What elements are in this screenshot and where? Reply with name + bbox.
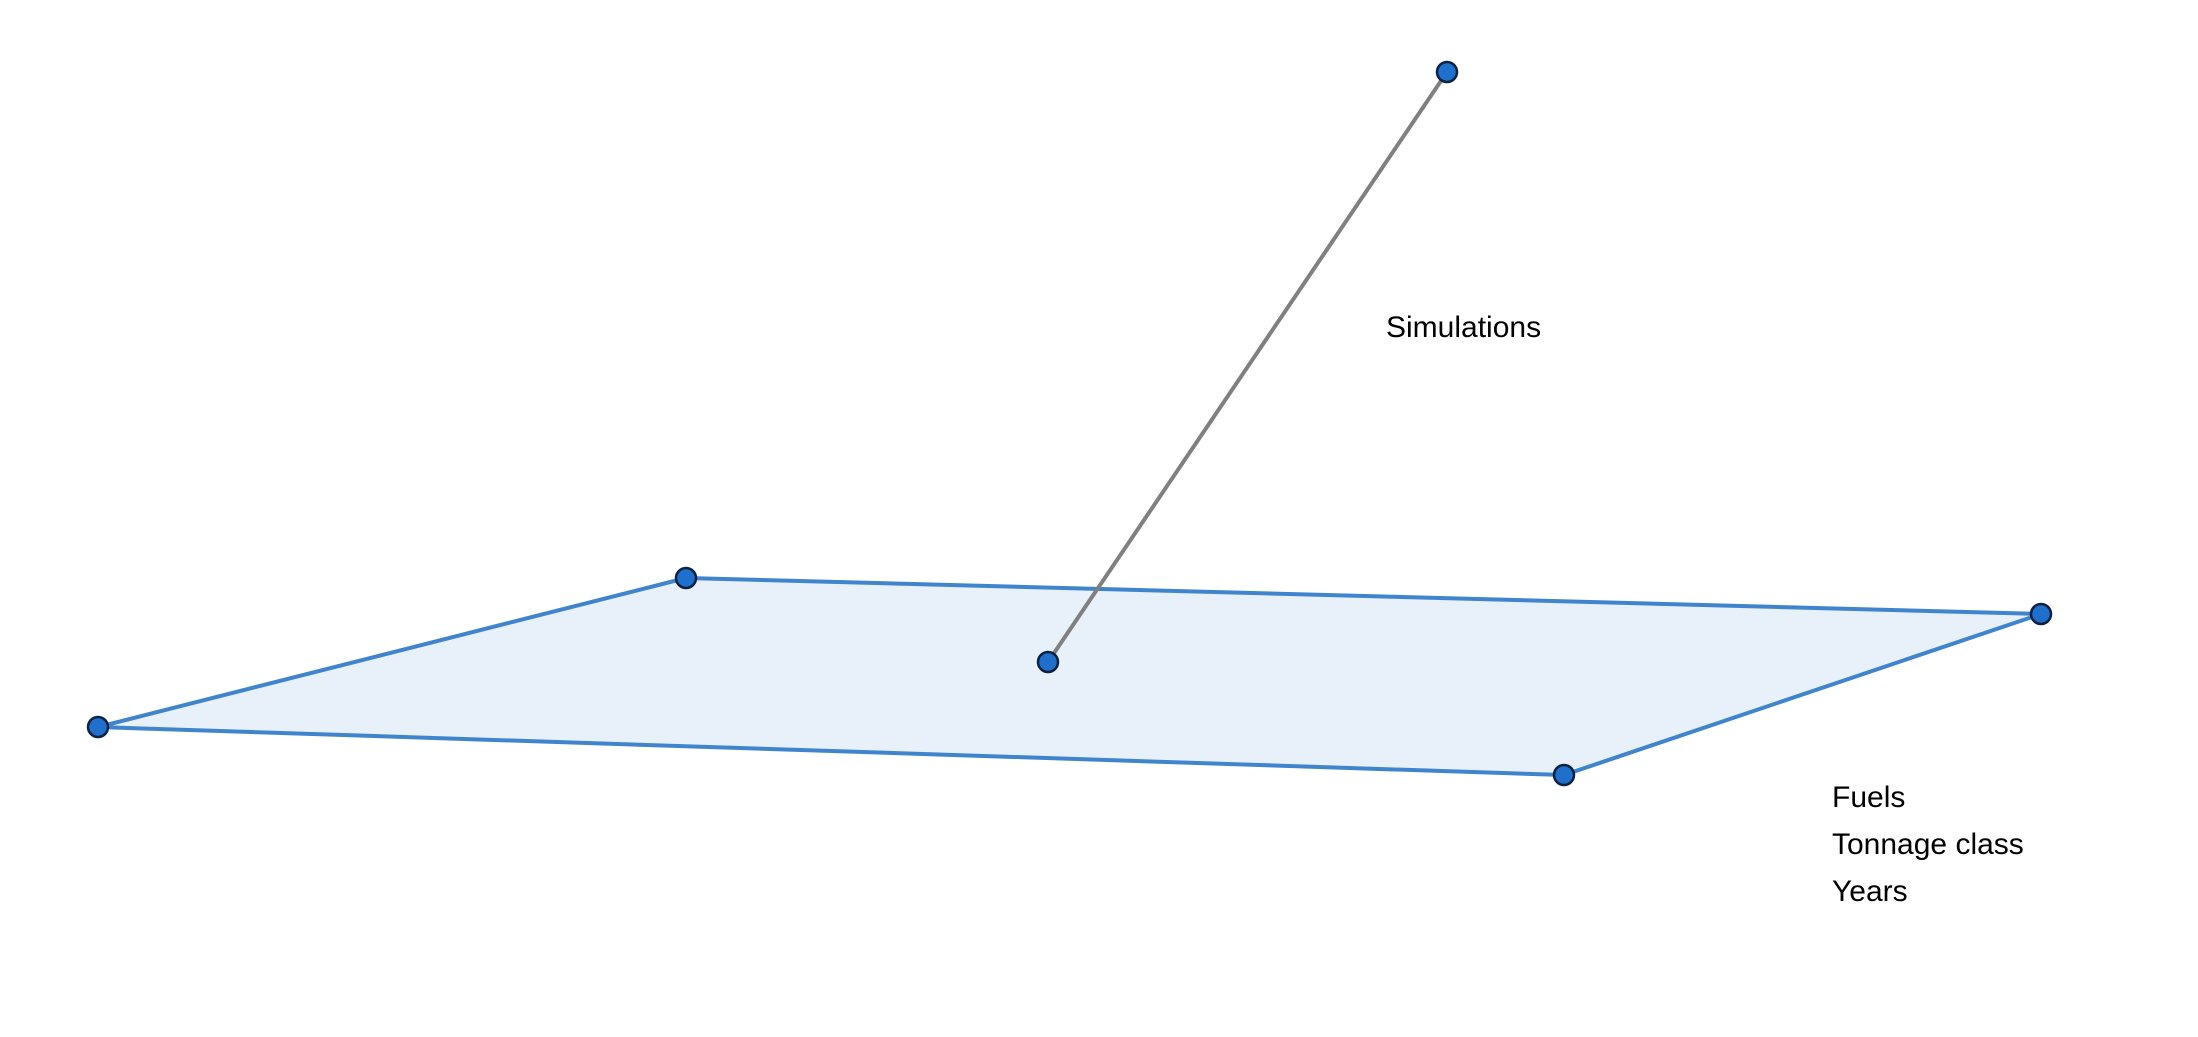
base-plane (96, 576, 2043, 777)
plane-vertex-front[interactable] (1552, 763, 1576, 787)
plane-labels: Fuels Tonnage class Years (1832, 781, 2024, 908)
plane-label-years: Years (1832, 875, 1908, 908)
plane-vertex-right[interactable] (2029, 602, 2053, 626)
plane-label-fuels: Fuels (1832, 781, 1905, 814)
simulations-label: Simulations (1386, 311, 1541, 344)
simulations-axis-line (1046, 70, 1449, 664)
plane-vertex-left[interactable] (86, 715, 110, 739)
plane-vertex-back[interactable] (674, 566, 698, 590)
plane-label-tonnage-class: Tonnage class (1832, 828, 2024, 861)
axis-base-point[interactable] (1036, 650, 1060, 674)
axis-top-point[interactable] (1435, 60, 1459, 84)
